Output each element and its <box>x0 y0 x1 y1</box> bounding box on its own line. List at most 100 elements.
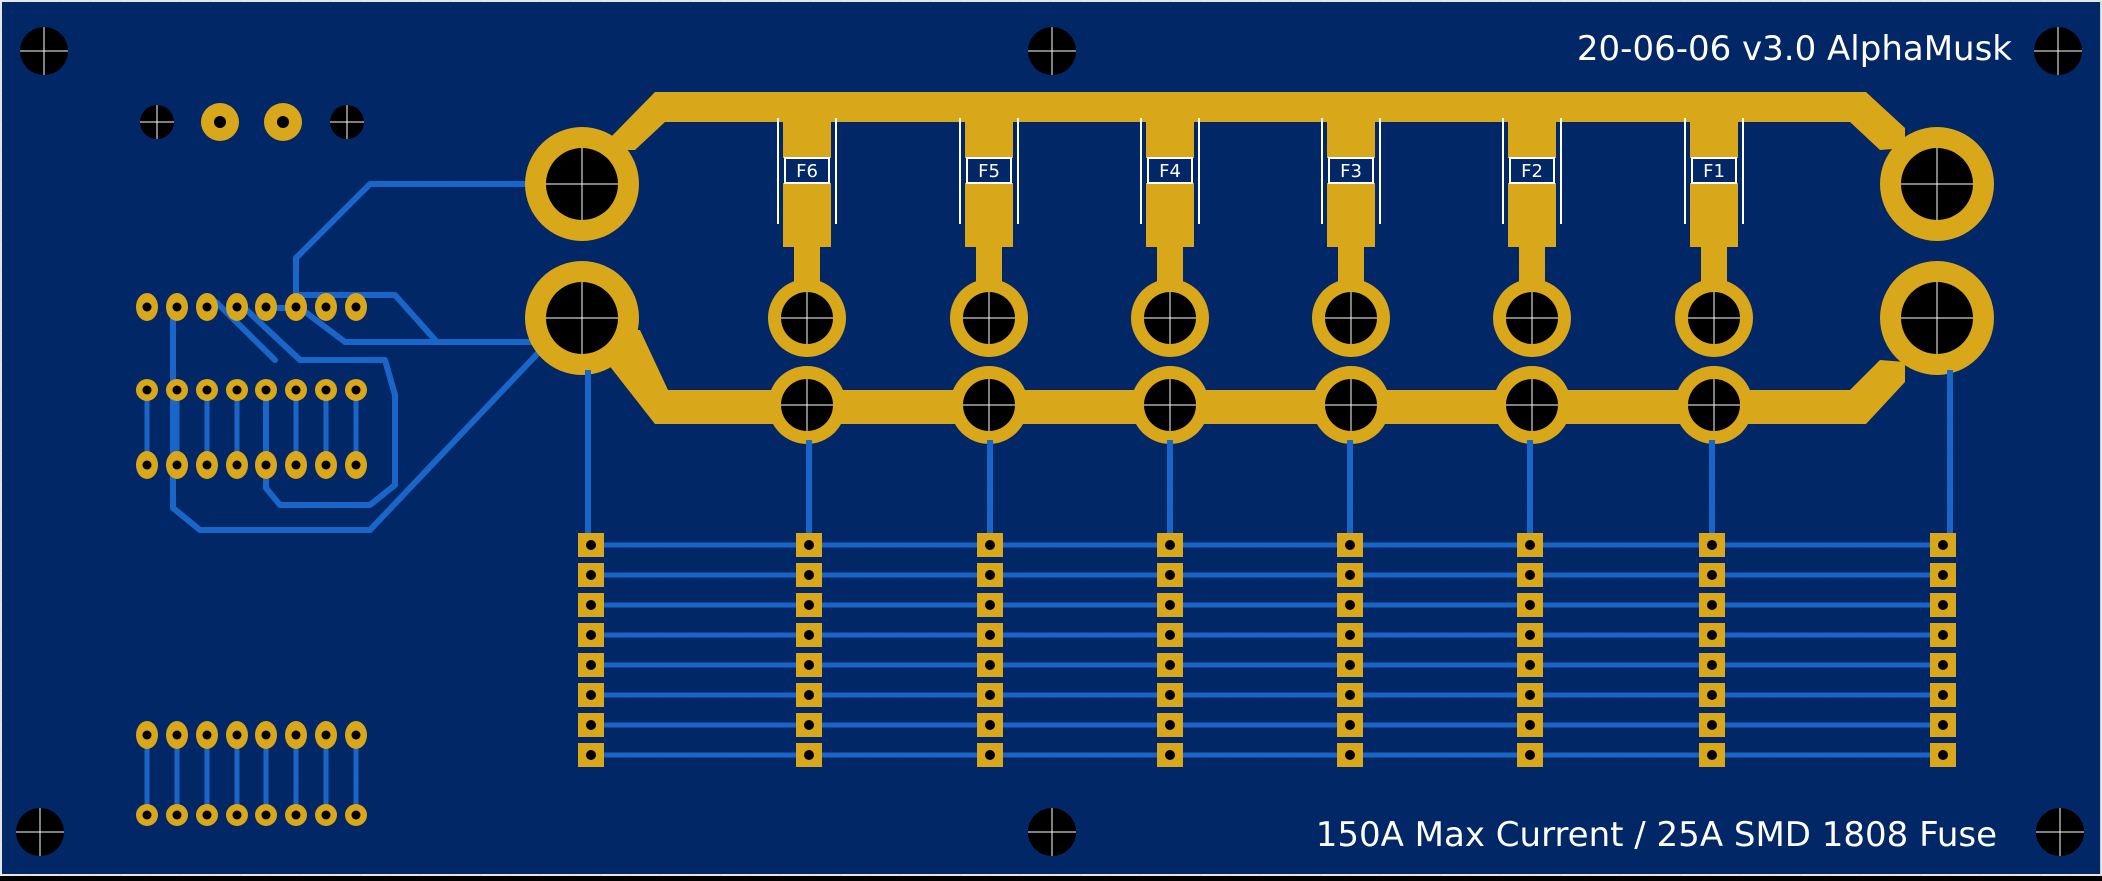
terminal-pads <box>525 127 1994 375</box>
header-pin <box>345 451 367 479</box>
fuse-label: F1 <box>1703 161 1725 182</box>
connector-pad <box>1930 743 1956 767</box>
connector-pad <box>1699 593 1725 617</box>
connector-pad <box>1930 683 1956 707</box>
board-spec: 150A Max Current / 25A SMD 1808 Fuse <box>1316 815 1997 855</box>
connector-pad <box>1157 653 1183 677</box>
header-pin <box>226 379 248 401</box>
connector-pad <box>1337 533 1363 557</box>
connector-pad <box>1930 533 1956 557</box>
header-pins <box>136 293 367 826</box>
connector-pad <box>578 683 604 707</box>
connector-pad <box>796 653 822 677</box>
small-pad <box>264 103 302 141</box>
connector-pad <box>1699 713 1725 737</box>
mounting-hole-icon <box>20 27 68 75</box>
mounting-hole-icon <box>2034 27 2082 75</box>
connector-pad <box>1517 653 1543 677</box>
mounting-hole-icon <box>140 105 174 139</box>
ribbon-connectors <box>578 370 1956 767</box>
connector-pad <box>578 743 604 767</box>
connector-pad <box>578 563 604 587</box>
header-pin <box>315 804 337 826</box>
header-pin <box>166 451 188 479</box>
connector-pad <box>1517 563 1543 587</box>
terminal-pad <box>1880 261 1994 375</box>
connector-pad <box>1157 683 1183 707</box>
trace-left-loop3 <box>213 299 278 363</box>
connector-pad <box>1517 623 1543 647</box>
connector-pad <box>578 623 604 647</box>
connector-pad <box>1337 743 1363 767</box>
header-pin <box>345 293 367 321</box>
connector-pad <box>977 713 1003 737</box>
connector-pad <box>1930 563 1956 587</box>
connector-pad <box>1157 743 1183 767</box>
connector-pad <box>1337 563 1363 587</box>
header-pin <box>315 721 337 749</box>
connector-pad <box>1337 653 1363 677</box>
mounting-hole-icon <box>330 105 364 139</box>
connector-pad <box>1157 713 1183 737</box>
connector-pad <box>578 533 604 557</box>
trace-left-mid <box>255 305 587 345</box>
connector-pad <box>578 593 604 617</box>
fuse-label: F5 <box>978 161 1000 182</box>
header-pin <box>255 379 277 401</box>
header-pin <box>136 721 158 749</box>
connector-pad <box>796 593 822 617</box>
header-pin <box>285 379 307 401</box>
header-pin <box>285 804 307 826</box>
fuse-f3: F3 <box>1312 118 1390 444</box>
header-pin <box>315 451 337 479</box>
connector-pad <box>1930 593 1956 617</box>
bus-bar-bottom <box>608 330 1905 424</box>
connector-pad <box>977 623 1003 647</box>
header-pin <box>166 379 188 401</box>
connector-pad <box>796 623 822 647</box>
connector-pad <box>1930 713 1956 737</box>
header-pin <box>166 804 188 826</box>
header-pin <box>196 721 218 749</box>
connector-pad <box>796 683 822 707</box>
connector-pad <box>1517 683 1543 707</box>
header-pin <box>196 293 218 321</box>
header-pin <box>196 451 218 479</box>
header-pin <box>345 379 367 401</box>
header-pin <box>166 293 188 321</box>
connector-pad <box>796 563 822 587</box>
header-pin <box>136 293 158 321</box>
fuse-label: F2 <box>1521 161 1543 182</box>
header-pin <box>226 804 248 826</box>
connector-pad <box>1157 533 1183 557</box>
header-pin <box>255 293 277 321</box>
connector-pad <box>1517 533 1543 557</box>
fuse-f4: F4 <box>1131 118 1209 444</box>
mounting-hole-icon <box>16 808 64 856</box>
connector-pad <box>578 713 604 737</box>
connector-pad <box>977 533 1003 557</box>
fuse-f1: F1 <box>1675 118 1753 444</box>
small-pad <box>201 103 239 141</box>
terminal-pad <box>1880 127 1994 241</box>
connector-pad <box>796 533 822 557</box>
connector-pad <box>1157 623 1183 647</box>
fuse-f2: F2 <box>1493 118 1571 444</box>
header-pin <box>315 379 337 401</box>
header-pin <box>136 379 158 401</box>
connector-pad <box>1930 653 1956 677</box>
header-pin <box>166 721 188 749</box>
fuse-f5: F5 <box>950 118 1028 444</box>
fuse-label: F4 <box>1159 161 1181 182</box>
header-pin <box>285 451 307 479</box>
header-pin <box>196 804 218 826</box>
connector-pad <box>1699 563 1725 587</box>
connector-pad <box>1517 743 1543 767</box>
connector-pad <box>977 563 1003 587</box>
header-pin <box>136 804 158 826</box>
connector-pad <box>1337 623 1363 647</box>
connector-risers <box>585 370 1953 535</box>
